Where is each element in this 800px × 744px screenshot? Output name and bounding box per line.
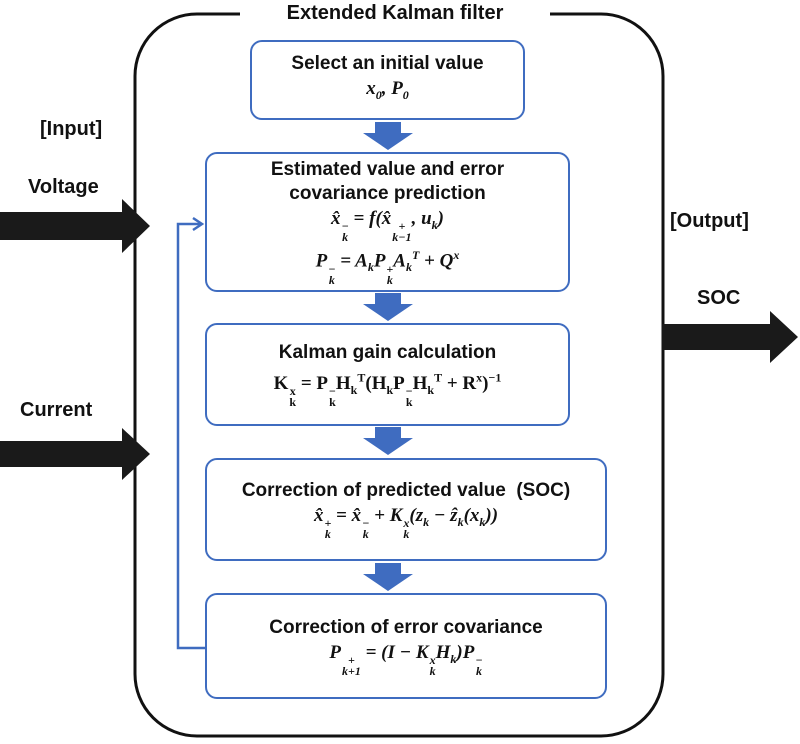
- voltage-arrow: [0, 199, 150, 253]
- current-arrow: [0, 428, 150, 480]
- frame-title: Extended Kalman filter: [240, 0, 550, 26]
- equation-initial: x0, P0: [366, 78, 409, 102]
- step-correction-covariance: Correction of error covariance P+k+1 = (…: [205, 593, 607, 699]
- down-arrow-4: [363, 563, 413, 591]
- feedback-line: [176, 222, 205, 650]
- input-heading: [Input]: [40, 118, 103, 140]
- step-prediction-title-line1: Estimated value and error: [270, 159, 505, 181]
- down-arrow-1: [363, 122, 413, 150]
- soc-label: SOC: [697, 287, 741, 309]
- step-prediction-title-line2: covariance prediction: [289, 183, 486, 205]
- down-arrow-2: [363, 293, 413, 321]
- step-initial-value: Select an initial value x0, P0: [250, 40, 525, 120]
- step-correction-value: Correction of predicted value (SOC) x̂+k…: [205, 458, 607, 561]
- equation-state-prediction: x̂−k = f(x̂+k−1, uk): [331, 208, 444, 245]
- soc-output-arrow: [662, 311, 798, 363]
- step-kalman-gain-title: Kalman gain calculation: [278, 342, 497, 364]
- voltage-label: Voltage: [28, 176, 99, 198]
- feedback-arrowhead: [192, 216, 205, 232]
- step-correction-value-title: Correction of predicted value (SOC): [241, 480, 571, 501]
- step-prediction: Estimated value and error covariance pre…: [205, 152, 570, 292]
- step-correction-covariance-title: Correction of error covariance: [269, 616, 543, 638]
- output-heading: [Output]: [670, 210, 749, 232]
- current-label: Current: [20, 399, 93, 421]
- step-initial-value-title: Select an initial value: [291, 53, 484, 75]
- down-arrow-3: [363, 427, 413, 455]
